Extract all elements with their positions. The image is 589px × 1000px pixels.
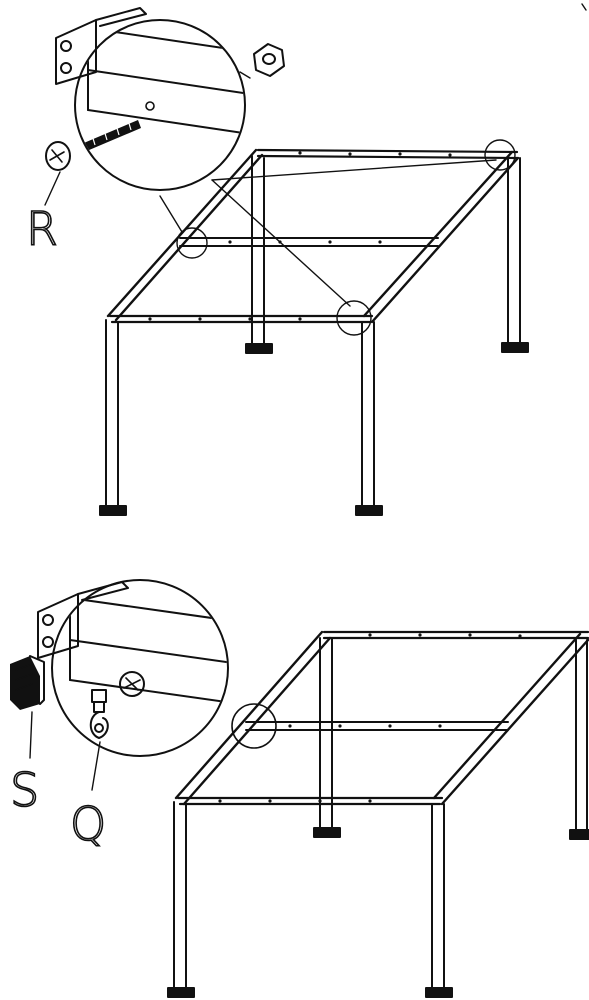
bottom-detail-beam	[69, 585, 227, 705]
top-frame-right-rail	[362, 150, 520, 324]
bottom-frame-front-rail	[176, 796, 444, 806]
callout-label-r: R	[26, 202, 58, 256]
top-joint-highlights	[176, 139, 516, 336]
frame-step-bottom: S Q	[9, 579, 589, 998]
screw-head-icon	[119, 671, 145, 697]
top-post-front-left	[99, 319, 127, 516]
top-post-front-right	[355, 321, 383, 516]
bottom-frame-middle-crossbar	[245, 721, 509, 731]
bottom-post-back-left	[313, 637, 341, 838]
bottom-post-front-left	[167, 801, 195, 998]
bracket-icon	[37, 581, 129, 659]
bottom-frame-right-rail	[432, 632, 589, 806]
bottom-rail-bolt-holes	[218, 633, 522, 803]
top-post-back-left	[245, 155, 273, 354]
bottom-post-front-right	[425, 803, 453, 998]
corner-mark	[581, 3, 587, 11]
bracket-icon	[55, 7, 147, 85]
hex-nut-icon	[253, 43, 285, 77]
bolt-icon	[76, 119, 141, 156]
top-frame-back-rail	[256, 148, 519, 160]
top-frame-left-rail	[106, 148, 264, 322]
top-frame-diagonals	[159, 159, 497, 307]
frame-step-top: R	[25, 7, 529, 516]
callout-label-q: Q	[70, 797, 106, 851]
bottom-frame-back-rail	[322, 630, 589, 640]
bottom-detail-magnifier	[10, 579, 229, 791]
hook-icon	[89, 689, 109, 739]
top-frame-middle-crossbar	[179, 237, 439, 247]
bottom-post-back-right	[569, 639, 589, 840]
end-cap-icon	[10, 655, 45, 710]
bottom-joint-highlight	[231, 703, 277, 749]
top-frame-front-rail	[108, 314, 374, 324]
top-rail-bolt-holes	[148, 151, 452, 321]
callout-label-s: S	[10, 763, 39, 817]
top-detail-magnifier	[44, 7, 285, 206]
top-post-back-right	[501, 157, 529, 353]
bolt-head-icon	[45, 141, 71, 171]
